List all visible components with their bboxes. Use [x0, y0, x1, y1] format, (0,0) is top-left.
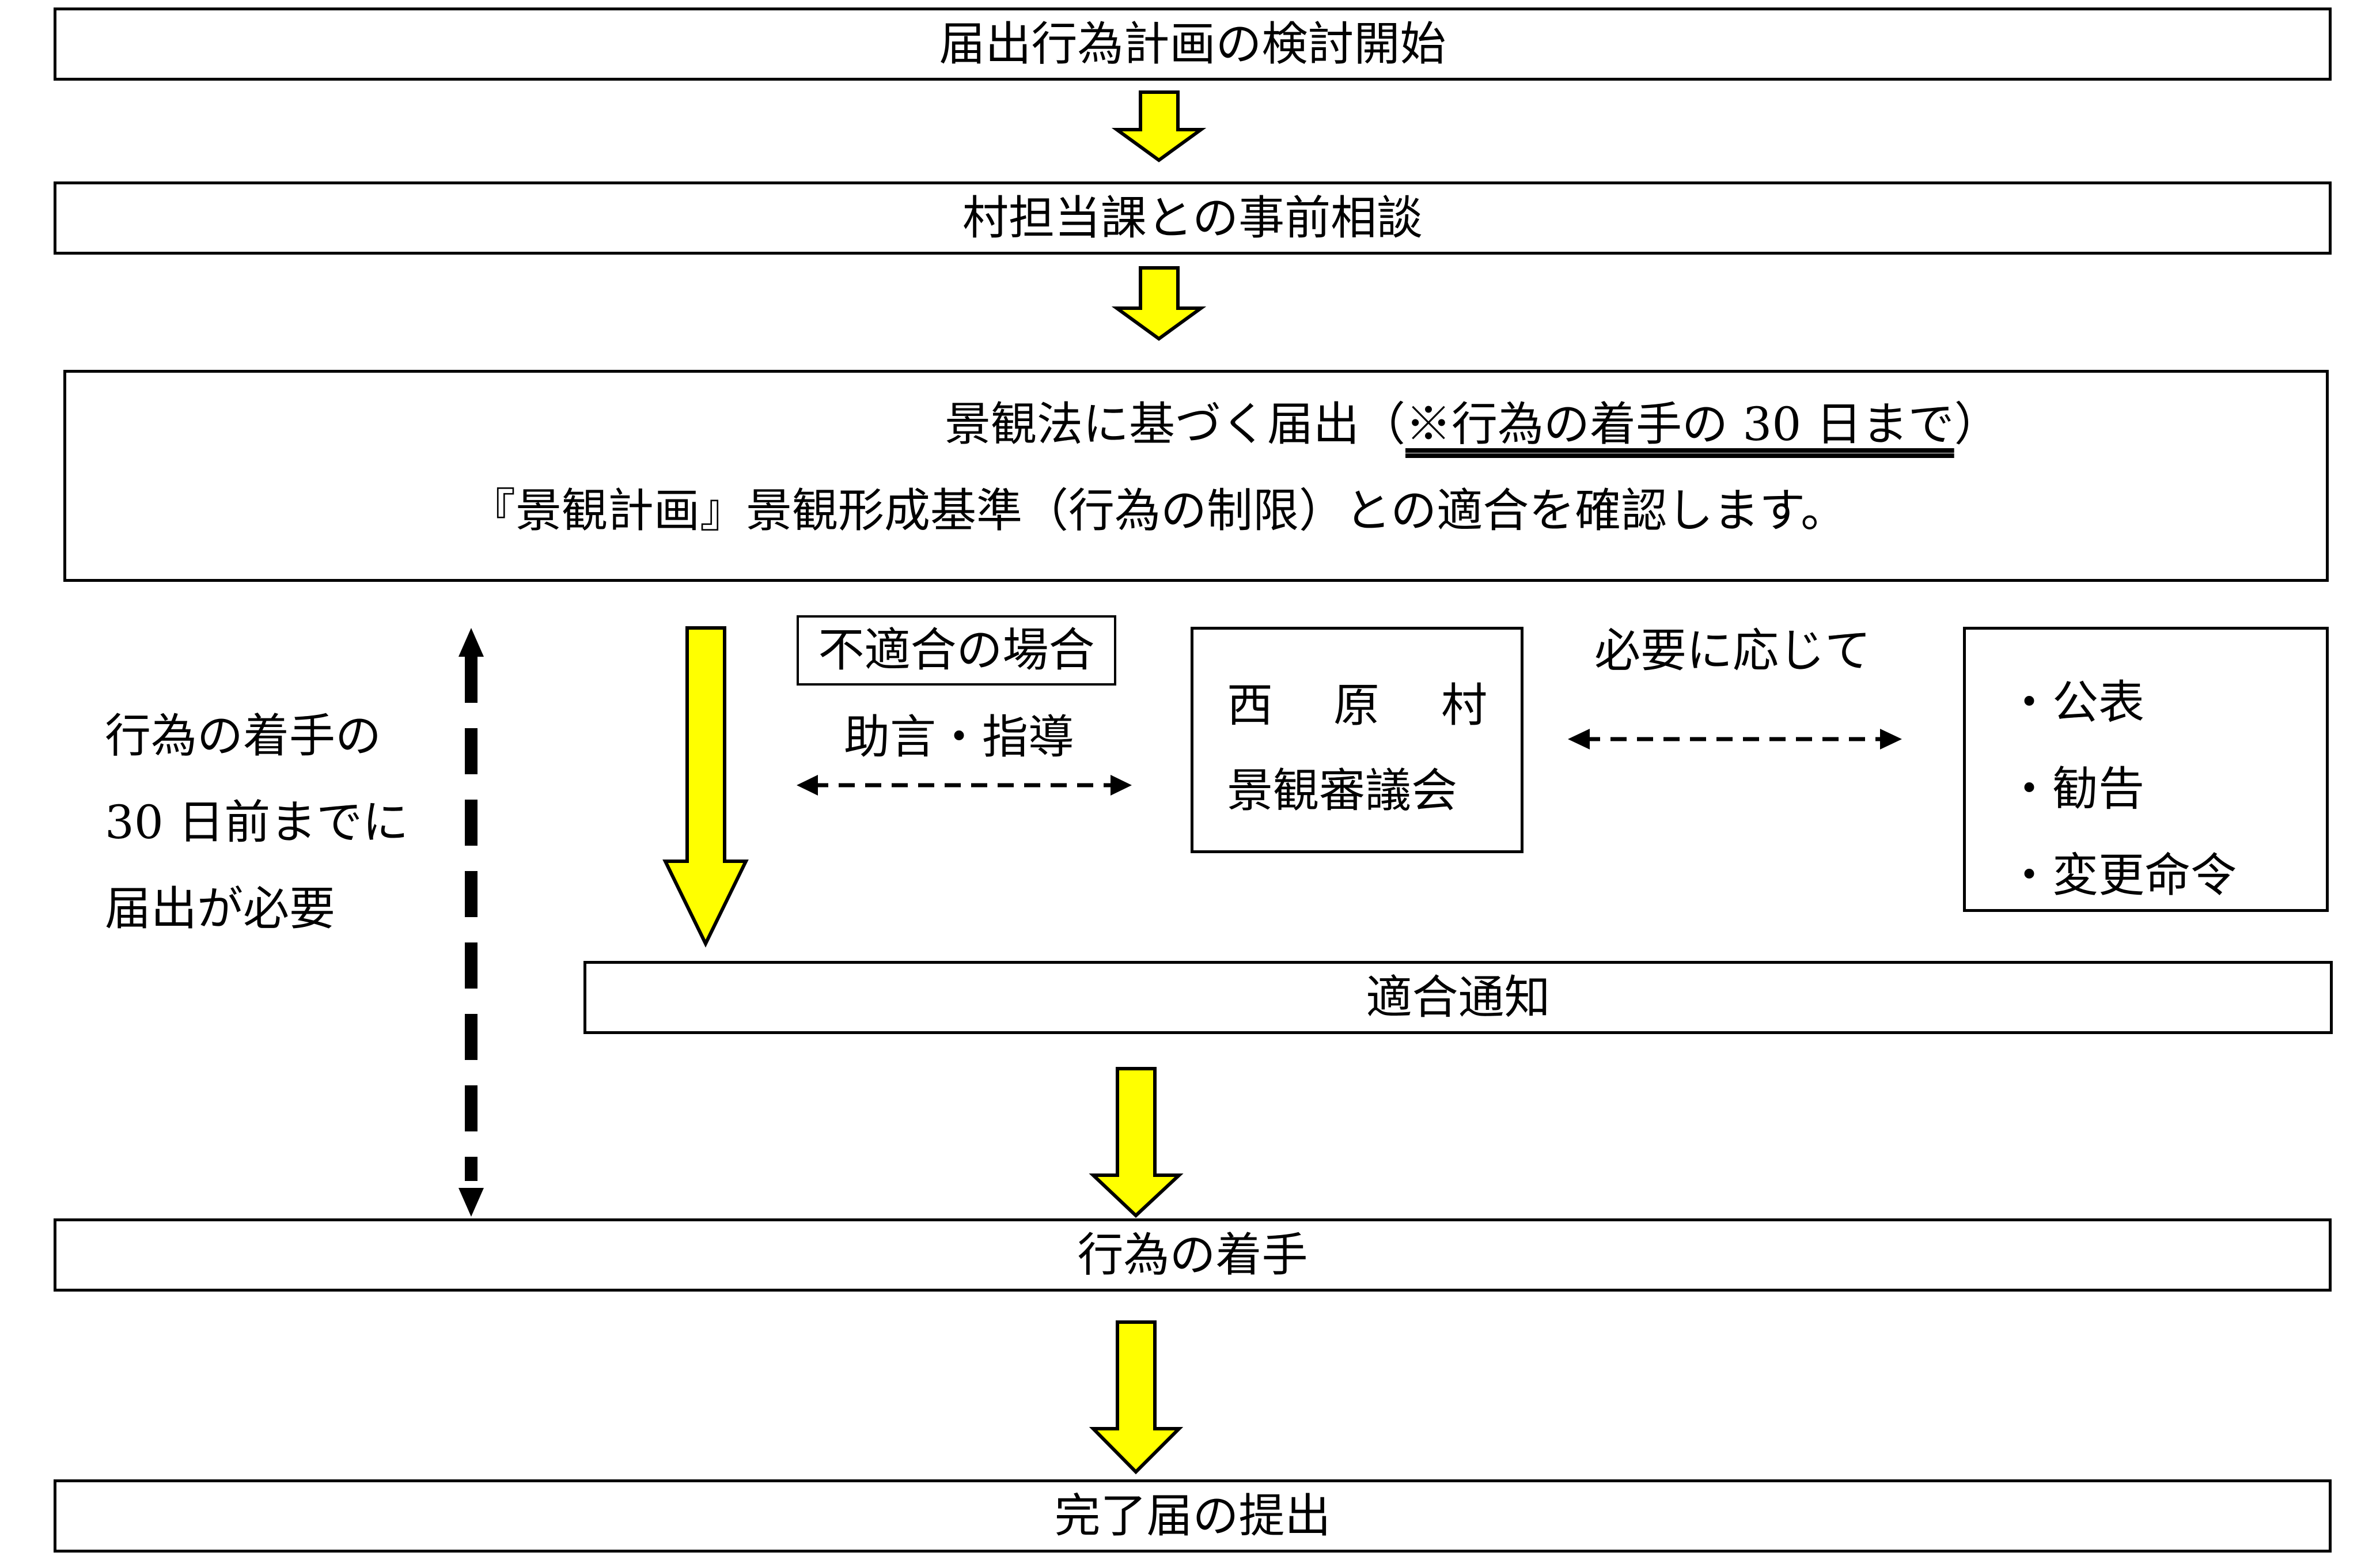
notification-deadline-note: ※行為の着手の 30 日まで [1405, 397, 1954, 451]
nonconform-label-box: 不適合の場合 [797, 615, 1116, 686]
step-start-box: 届出行為計画の検討開始 [54, 7, 2332, 81]
notification-line-2: 『景観計画』景観形成基準（行為の制限）との適合を確認します。 [469, 484, 1847, 537]
left-note-line-1: 行為の着手の [105, 709, 381, 763]
left-note-line-3: 届出が必要 [105, 882, 335, 936]
measure-item: ・公表 [2006, 676, 2144, 729]
council-line-1-b: 原 [1333, 679, 1380, 732]
measure-item: ・勧告 [2006, 762, 2144, 816]
council-line-1-a: 西 [1227, 679, 1273, 732]
nonconform-action: 助言・指導 [844, 710, 1074, 764]
notification-line-1-prefix: 景観法に基づく届出（ [945, 397, 1405, 451]
flow-arrow-notification-to-conform [662, 626, 749, 948]
left-note-line-2: 30 日前までに [105, 796, 409, 849]
step-conform-box: 適合通知 [583, 961, 2333, 1034]
step-complete-label: 完了届の提出 [1054, 1489, 1331, 1543]
flow-arrow-conform-to-begin [1089, 1067, 1184, 1218]
council-line-2: 景観審議会 [1227, 764, 1457, 817]
as-needed-dashed-arrow [1568, 729, 1902, 749]
measure-item: ・変更命令 [2006, 849, 2237, 902]
advice-dashed-arrow [797, 775, 1132, 796]
council-line-1-c: 村 [1441, 679, 1487, 732]
notification-line-1-suffix: ） [1954, 397, 2000, 451]
step-notification-box: 景観法に基づく届出（※行為の着手の 30 日まで） 『景観計画』景観形成基準（行… [63, 370, 2329, 582]
deadline-period-arrow [458, 628, 484, 1217]
as-needed-label: 必要に応じて [1594, 624, 1871, 677]
measures-box: ・公表 ・勧告 ・変更命令 [1963, 627, 2329, 912]
step-consult-label: 村担当課との事前相談 [962, 191, 1423, 245]
step-begin-label: 行為の着手 [1077, 1228, 1308, 1282]
notification-line-1: 景観法に基づく届出（※行為の着手の 30 日まで） [945, 402, 2000, 448]
council-box: 西 原 村 景観審議会 [1191, 627, 1523, 853]
nonconform-label: 不適合の場合 [818, 623, 1095, 677]
step-start-label: 届出行為計画の検討開始 [939, 17, 1446, 71]
flow-arrow-begin-to-complete [1089, 1320, 1184, 1475]
step-begin-box: 行為の着手 [54, 1218, 2332, 1292]
flow-arrow-consult-to-notification [1111, 266, 1207, 341]
step-consult-box: 村担当課との事前相談 [54, 181, 2332, 255]
step-complete-box: 完了届の提出 [54, 1479, 2332, 1553]
step-conform-label: 適合通知 [1366, 970, 1551, 1024]
flow-arrow-start-to-consult [1111, 90, 1207, 162]
